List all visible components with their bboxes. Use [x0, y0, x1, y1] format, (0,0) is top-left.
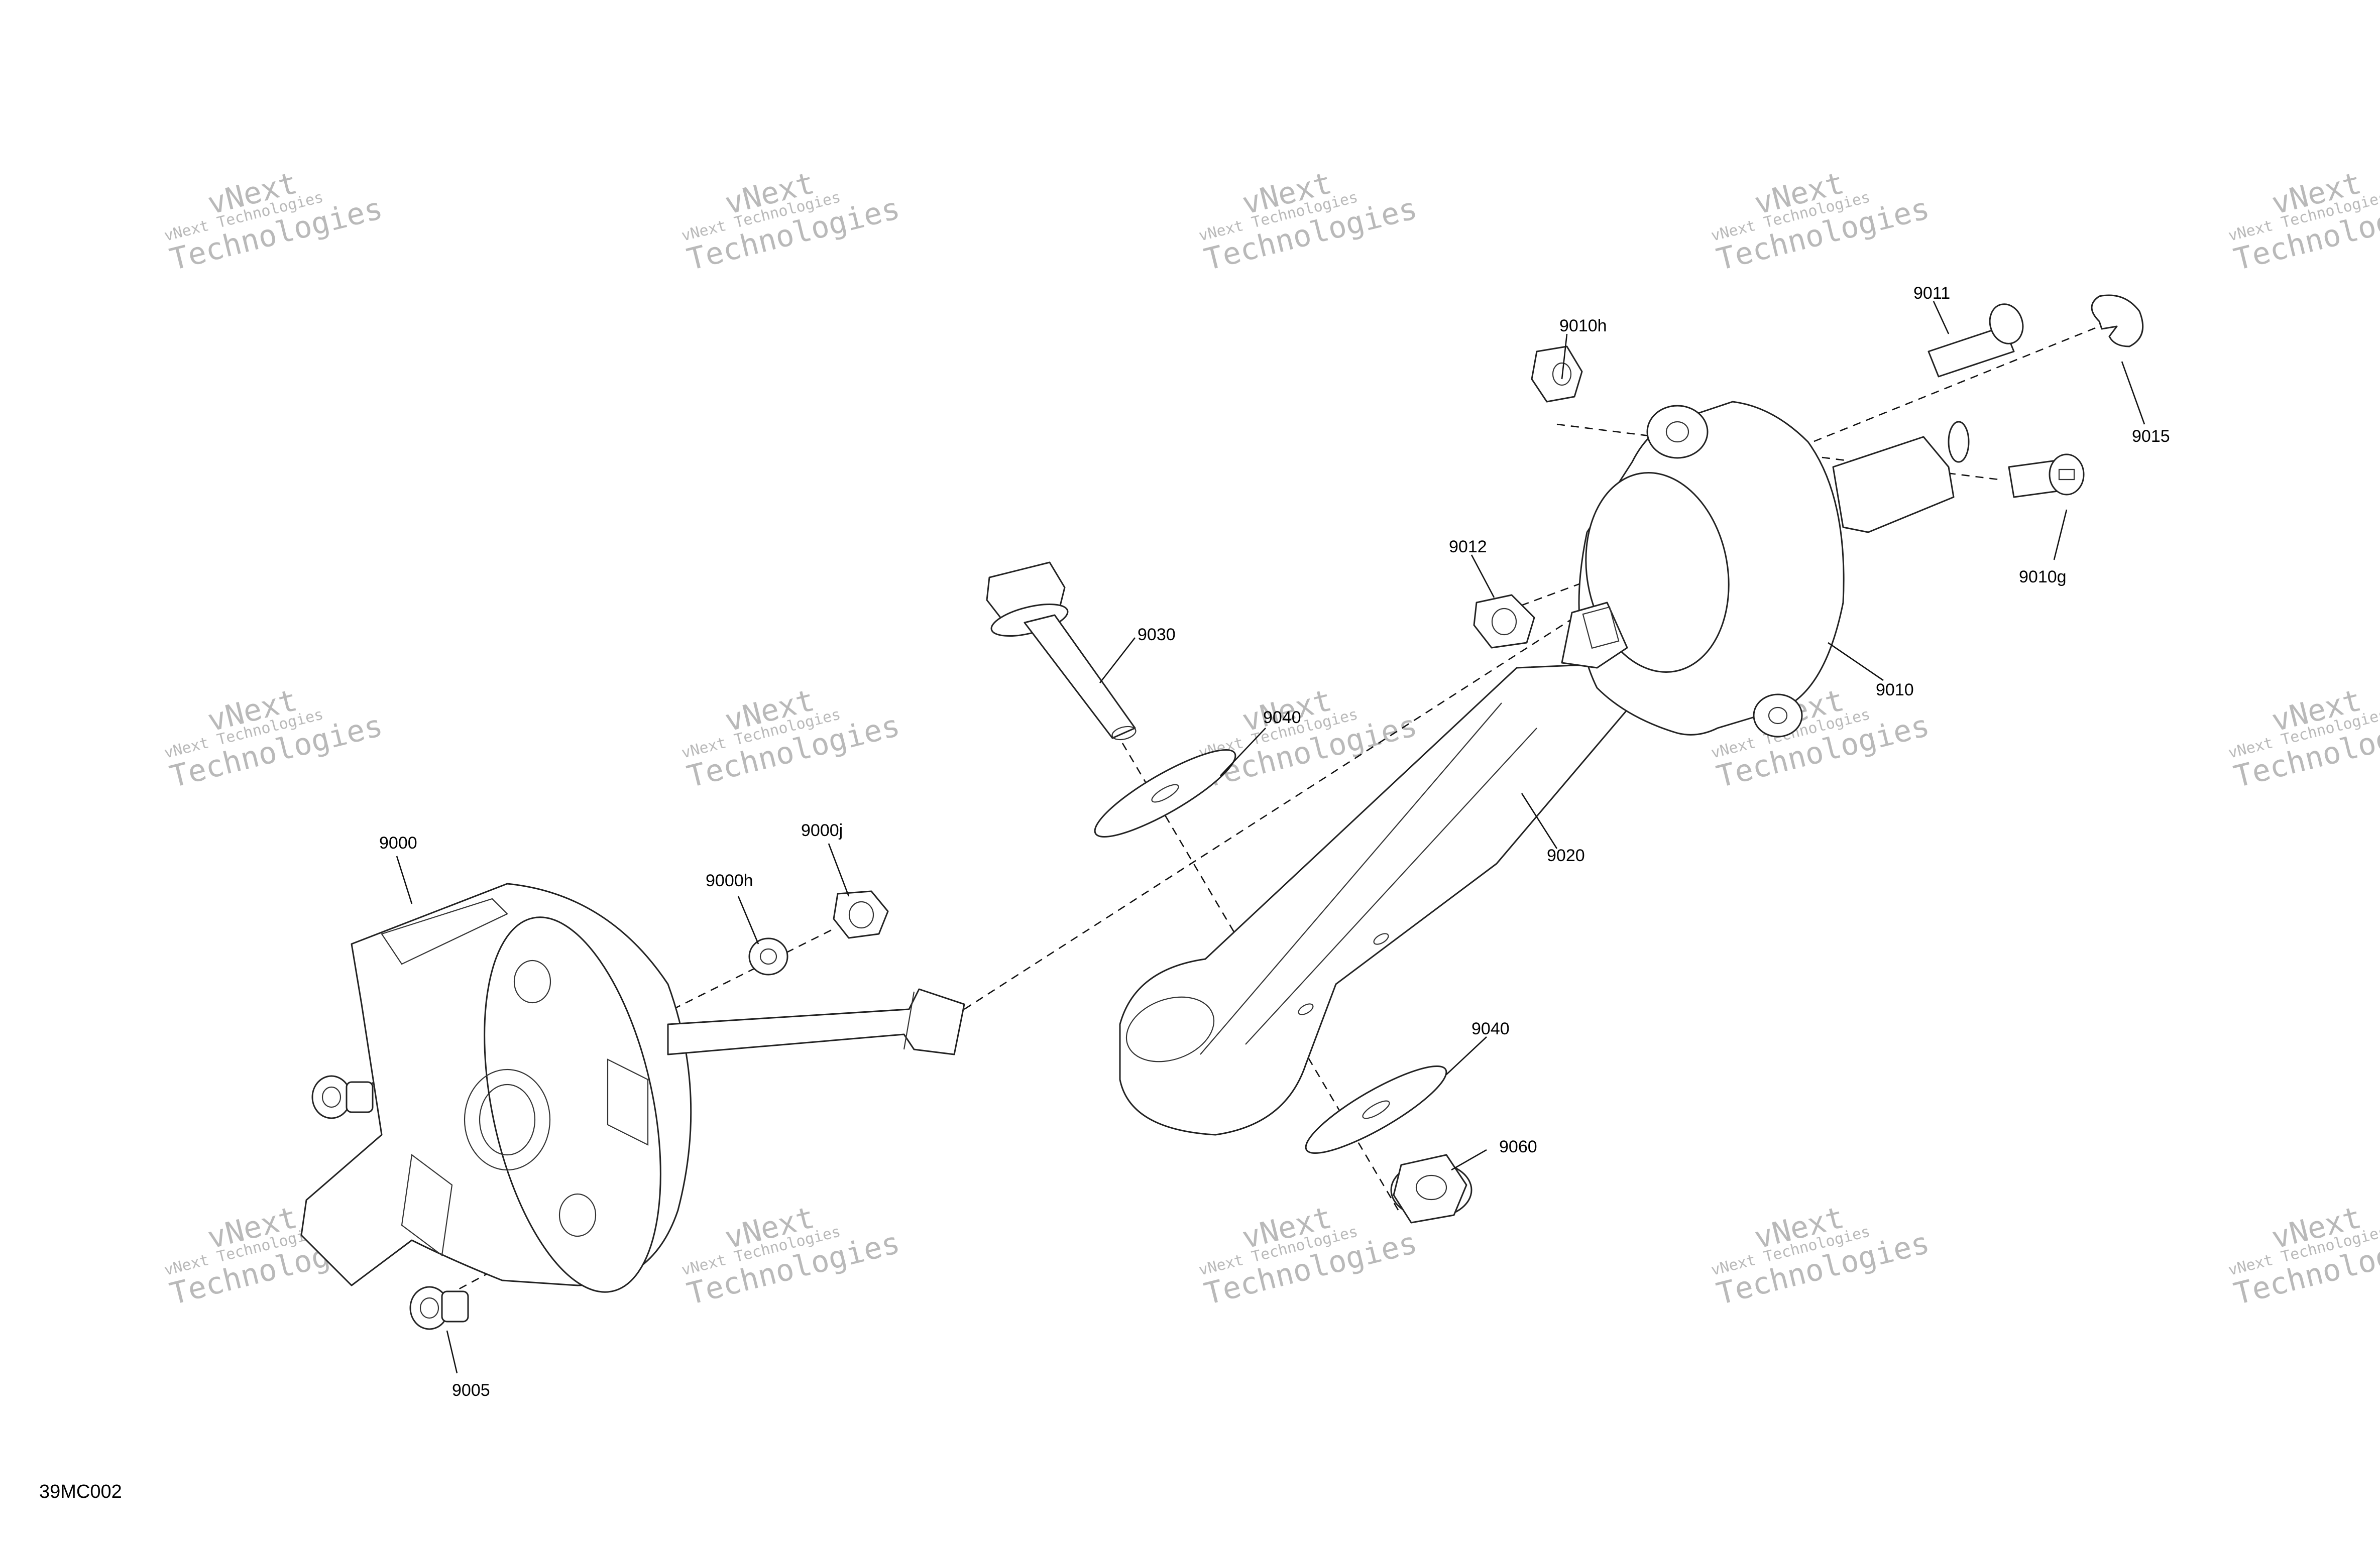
callout-9011: 9011 [1913, 284, 1950, 303]
callout-9060: 9060 [1499, 1137, 1537, 1156]
callout-9005: 9005 [452, 1381, 490, 1400]
leader-lines [396, 301, 2145, 1374]
diagram-code: 39MC002 [39, 1481, 122, 1502]
cam-rod-9000 [667, 988, 965, 1055]
callout-9010: 9010 [1876, 680, 1914, 699]
callout-9010h: 9010h [1559, 316, 1607, 335]
watermark-10: vNext Technologies vNext Technologies [2226, 683, 2380, 795]
washer-9000h [748, 937, 788, 976]
watermark-5: vNext Technologies vNext Technologies [2226, 166, 2380, 278]
watermark-12: vNext Technologies vNext Technologies [679, 1200, 903, 1312]
watermark-7: vNext Technologies vNext Technologies [679, 683, 903, 795]
callout-9015: 9015 [2132, 427, 2170, 446]
callout-9010g: 9010g [2019, 567, 2067, 586]
screw-9010g [2008, 453, 2085, 498]
callout-9000h: 9000h [706, 871, 753, 890]
watermark-1: vNext Technologies vNext Technologies [162, 166, 386, 278]
watermark-6: vNext Technologies vNext Technologies [162, 683, 386, 795]
bolt-9011 [1928, 303, 2024, 378]
cam-plate-9000 [300, 883, 692, 1293]
callout-9020: 9020 [1547, 846, 1585, 865]
clip-9015 [2091, 294, 2144, 347]
watermark-13: vNext Technologies vNext Technologies [1197, 1200, 1420, 1312]
nut-9012 [1473, 594, 1535, 649]
watermark-15: vNext Technologies vNext Technologies [2226, 1200, 2380, 1312]
callout-9040-lower: 9040 [1471, 1019, 1510, 1038]
callout-9000j: 9000j [801, 821, 843, 840]
push-rivet-9005-lower [409, 1286, 469, 1330]
watermark-2: vNext Technologies vNext Technologies [679, 166, 903, 278]
washer-9040-upper [1094, 749, 1236, 838]
callout-9040-upper: 9040 [1263, 708, 1301, 727]
flange-bolt-9030 [986, 561, 1137, 741]
watermark-3: vNext Technologies vNext Technologies [1197, 166, 1420, 278]
washer-9040-lower [1305, 1065, 1447, 1154]
watermark-8: vNext Technologies vNext Technologies [1197, 683, 1420, 795]
flange-nut-9060 [1390, 1154, 1472, 1224]
callout-9030: 9030 [1138, 625, 1176, 644]
push-rivet-9005-upper [311, 1075, 374, 1119]
watermark-14: vNext Technologies vNext Technologies [1709, 1200, 1933, 1312]
arm-9020 [1119, 662, 1638, 1136]
callout-9000: 9000 [379, 834, 417, 853]
actuator-9010 [1561, 401, 1970, 738]
callout-labels: 9000 9005 9000h 9000j 9030 9040 9020 901… [379, 284, 2170, 1400]
callout-9012: 9012 [1449, 537, 1487, 556]
watermark-4: vNext Technologies vNext Technologies [1709, 166, 1933, 278]
nut-9000j [833, 890, 889, 939]
nut-9010h [1531, 345, 1583, 403]
